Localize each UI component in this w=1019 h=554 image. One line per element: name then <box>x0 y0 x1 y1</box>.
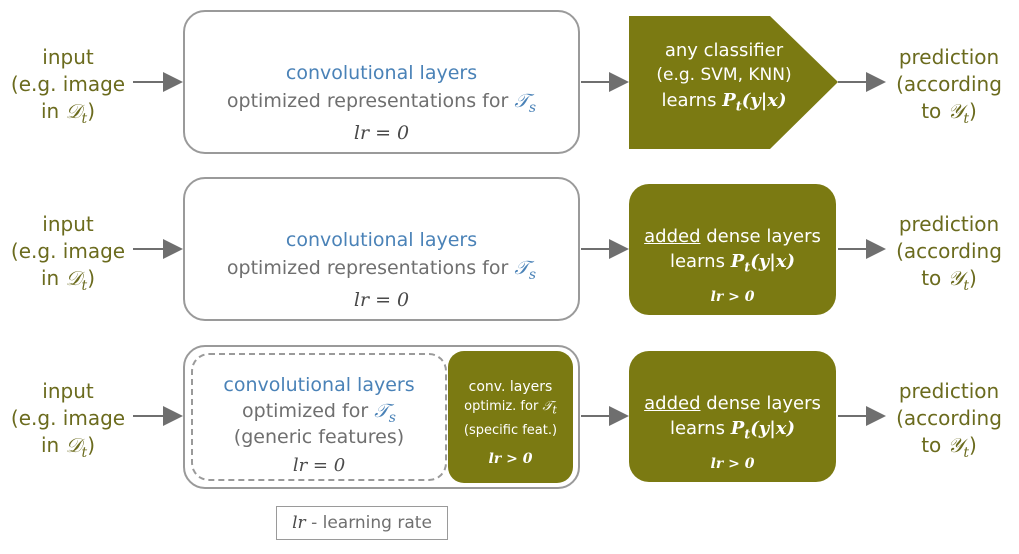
input-example: (e.g. image <box>10 72 126 96</box>
dense-layers-box-2: added dense layers learns Pt(y|x) lr > 0 <box>629 184 836 315</box>
dense-learns: learns Pt(y|x) <box>669 251 796 276</box>
specific-conv-title: conv. layers <box>468 379 553 395</box>
input-dataset: in 𝒟t) <box>40 99 95 127</box>
conv-title: convolutional layers <box>285 62 478 84</box>
learning-rate-zero: lr = 0 <box>292 455 346 476</box>
conv-layers-box-3: convolutional layers optimized for 𝒯s (g… <box>183 345 580 489</box>
input-label-1: input (e.g. image in 𝒟t) <box>6 44 130 133</box>
generic-conv-title: convolutional layers <box>223 374 415 396</box>
learning-rate-positive: lr > 0 <box>488 450 533 467</box>
dense-title: added dense layers <box>644 393 821 414</box>
classifier-shape <box>629 16 838 149</box>
dense-learns: learns Pt(y|x) <box>669 418 796 443</box>
conv-layers-box-2: convolutional layers optimized represent… <box>183 177 580 321</box>
specific-conv-note: (specific feat.) <box>463 422 558 438</box>
learning-rate-zero: lr = 0 <box>353 289 410 311</box>
conv-title: convolutional layers <box>285 229 478 251</box>
generic-conv-desc: optimized for 𝒯s <box>242 400 396 426</box>
legend-symbol: lr <box>292 513 306 533</box>
dense-title: added dense layers <box>644 226 821 247</box>
prediction-label-3: prediction (according to 𝒴t) <box>896 379 1002 461</box>
specific-conv-box: conv. layers optimiz. for 𝒯t (specific f… <box>448 351 573 483</box>
dense-layers-box-3: added dense layers learns Pt(y|x) lr > 0 <box>629 351 836 482</box>
legend-text: - learning rate <box>311 513 432 533</box>
legend-box: lr - learning rate <box>276 506 448 540</box>
generic-conv-note: (generic features) <box>233 426 405 448</box>
prediction-label-1: prediction (according to 𝒴t) <box>896 45 1002 127</box>
generic-conv-box: convolutional layers optimized for 𝒯s (g… <box>191 353 447 481</box>
input-label-2: input (e.g. image in 𝒟t) <box>10 212 126 294</box>
classifier-learns: learns Pt(y|x) <box>661 90 787 115</box>
classifier-box-1: any classifier (e.g. SVM, KNN) learns Pt… <box>629 38 819 138</box>
input-title: input <box>42 45 94 69</box>
conv-layers-box-1: convolutional layers optimized represent… <box>183 10 580 154</box>
classifier-example: (e.g. SVM, KNN) <box>656 65 792 85</box>
classifier-title: any classifier <box>664 40 784 61</box>
learning-rate-positive: lr > 0 <box>710 455 755 472</box>
conv-desc: optimized representations for 𝒯s <box>226 90 537 116</box>
conv-desc: optimized representations for 𝒯s <box>226 257 537 283</box>
prediction-label-2: prediction (according to 𝒴t) <box>896 212 1002 294</box>
specific-conv-desc: optimiz. for 𝒯t <box>464 399 557 417</box>
input-label-3: input (e.g. image in 𝒟t) <box>10 379 126 461</box>
learning-rate-zero: lr = 0 <box>353 122 410 144</box>
learning-rate-positive: lr > 0 <box>710 288 755 305</box>
